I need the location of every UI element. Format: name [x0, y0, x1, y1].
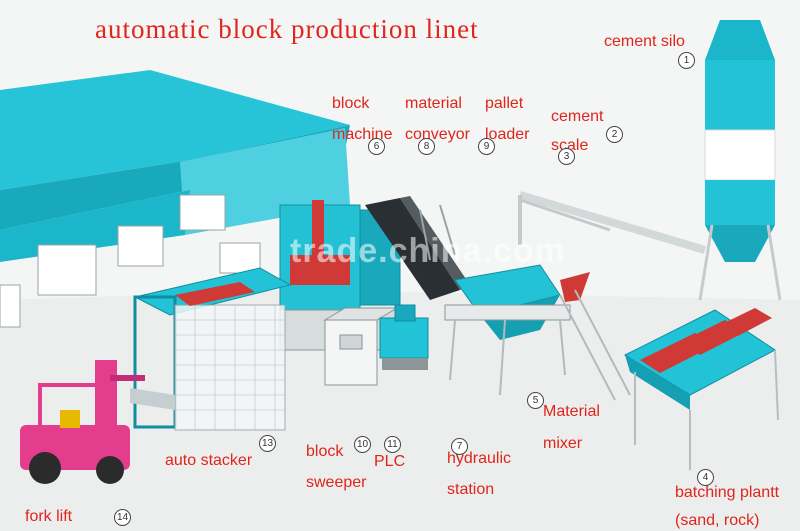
marker-13: 13: [259, 435, 276, 452]
plc-cabinet: [323, 307, 399, 386]
label-material: material: [405, 95, 462, 112]
block-pallet-stacks: [0, 194, 261, 328]
cement-scale: [518, 191, 707, 401]
diagram-title: automatic block production linet: [95, 14, 479, 44]
marker-2: 2: [606, 126, 623, 143]
label-fork-lift: fork lift: [25, 508, 73, 525]
pallet-loader: [419, 204, 456, 261]
label-material-mixer-2: mixer: [543, 435, 583, 452]
label-cement: cement: [551, 108, 604, 125]
label-hydraulic: hydraulic: [447, 450, 512, 467]
marker-8: 8: [418, 138, 435, 155]
marker-10: 10: [354, 436, 371, 453]
cement-silo: [698, 20, 782, 301]
material-mixer: [444, 264, 571, 396]
label-auto-stacker: auto stacker: [165, 452, 253, 469]
label-material-mixer-1: Material: [543, 403, 600, 420]
marker-7: 7: [451, 438, 468, 455]
label-sand-rock: (sand, rock): [675, 512, 760, 529]
batching-plant: [623, 308, 779, 470]
marker-6: 6: [368, 138, 385, 155]
material-conveyor: [365, 196, 470, 300]
label-batching-plant: batching plantt: [675, 484, 780, 501]
label-station: station: [447, 481, 495, 498]
label-block-sweeper-2: sweeper: [306, 474, 367, 491]
label-conveyor: conveyor: [405, 126, 470, 143]
label-pallet: pallet: [485, 95, 524, 112]
marker-14: 14: [114, 509, 131, 526]
watermark-text: trade.china.com: [290, 232, 566, 270]
marker-5: 5: [527, 392, 544, 409]
label-block: block: [332, 95, 370, 112]
label-loader: loader: [485, 126, 530, 143]
fork-lift: [20, 360, 175, 484]
label-block-sweeper-1: block: [306, 443, 344, 460]
marker-3: 3: [558, 148, 575, 165]
auto-stacker: [133, 267, 292, 431]
marker-11: 11: [384, 436, 401, 453]
marker-1: 1: [678, 52, 695, 69]
marker-9: 9: [478, 138, 495, 155]
label-plc: PLC: [374, 453, 406, 470]
hydraulic-station: [379, 304, 429, 370]
label-cement-silo: cement silo: [604, 33, 685, 50]
marker-4: 4: [697, 469, 714, 486]
